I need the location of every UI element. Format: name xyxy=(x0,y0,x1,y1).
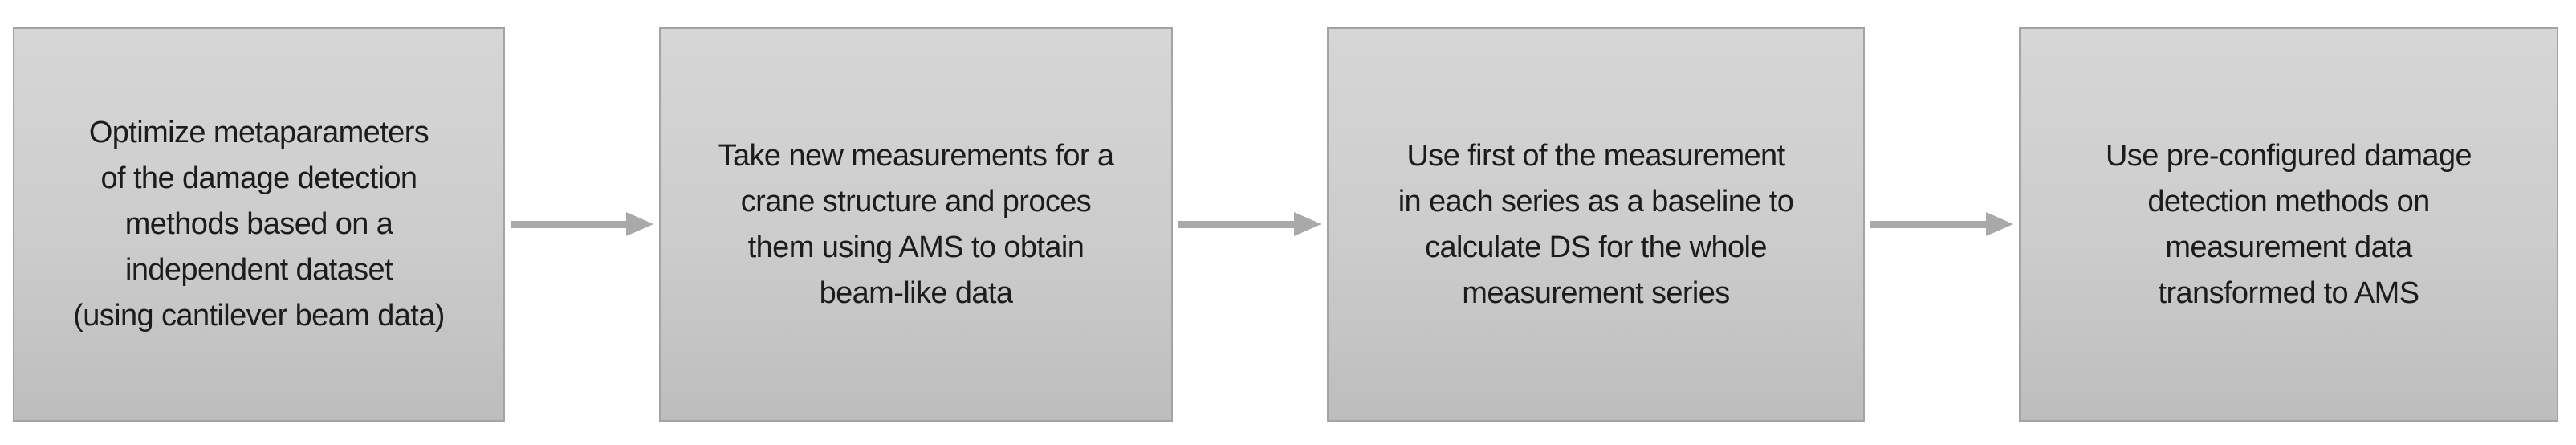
flow-step-2-line: Take new measurements for a xyxy=(718,138,1114,173)
arrow-right-icon xyxy=(1986,212,2013,236)
flow-step-1-line: (using cantilever beam data) xyxy=(73,299,445,333)
flow-step-1-line: of the damage detection xyxy=(100,161,418,195)
flow-step-1-line: independent dataset xyxy=(124,253,393,287)
flow-step-4: Use pre-configured damage detection meth… xyxy=(2019,27,2558,422)
flow-step-4-line: measurement data xyxy=(2165,230,2412,264)
flow-step-3: Use first of the measurement in each ser… xyxy=(1327,27,1865,422)
flow-step-3-line: calculate DS for the whole xyxy=(1425,230,1767,264)
flow-step-1: Optimize metaparameters of the damage de… xyxy=(13,27,505,422)
flow-step-3-line: Use first of the measurement xyxy=(1406,138,1785,173)
flow-step-3-line: in each series as a baseline to xyxy=(1398,184,1794,218)
flow-step-3-line: measurement series xyxy=(1462,276,1730,310)
arrow-shaft xyxy=(511,220,626,228)
connector-arrow-2 xyxy=(1178,212,1321,236)
flow-step-2-line: beam-like data xyxy=(819,276,1013,310)
arrow-right-icon xyxy=(1294,212,1321,236)
arrow-shaft xyxy=(1178,220,1294,228)
flow-step-2: Take new measurements for a crane struct… xyxy=(659,27,1173,422)
connector-arrow-3 xyxy=(1870,212,2013,236)
connector-arrow-1 xyxy=(511,212,653,236)
flow-step-1-line: methods based on a xyxy=(124,207,393,241)
arrow-shaft xyxy=(1870,220,1986,228)
flow-step-4-line: detection methods on xyxy=(2147,184,2430,218)
flow-step-2-line: them using AMS to obtain xyxy=(747,230,1085,264)
flow-step-1-line: Optimize metaparameters xyxy=(88,116,429,149)
flow-step-4-line: transformed to AMS xyxy=(2158,276,2419,310)
arrow-right-icon xyxy=(626,212,653,236)
flow-step-2-line: crane structure and proces xyxy=(740,184,1092,218)
flow-step-4-line: Use pre-configured damage xyxy=(2105,138,2472,173)
